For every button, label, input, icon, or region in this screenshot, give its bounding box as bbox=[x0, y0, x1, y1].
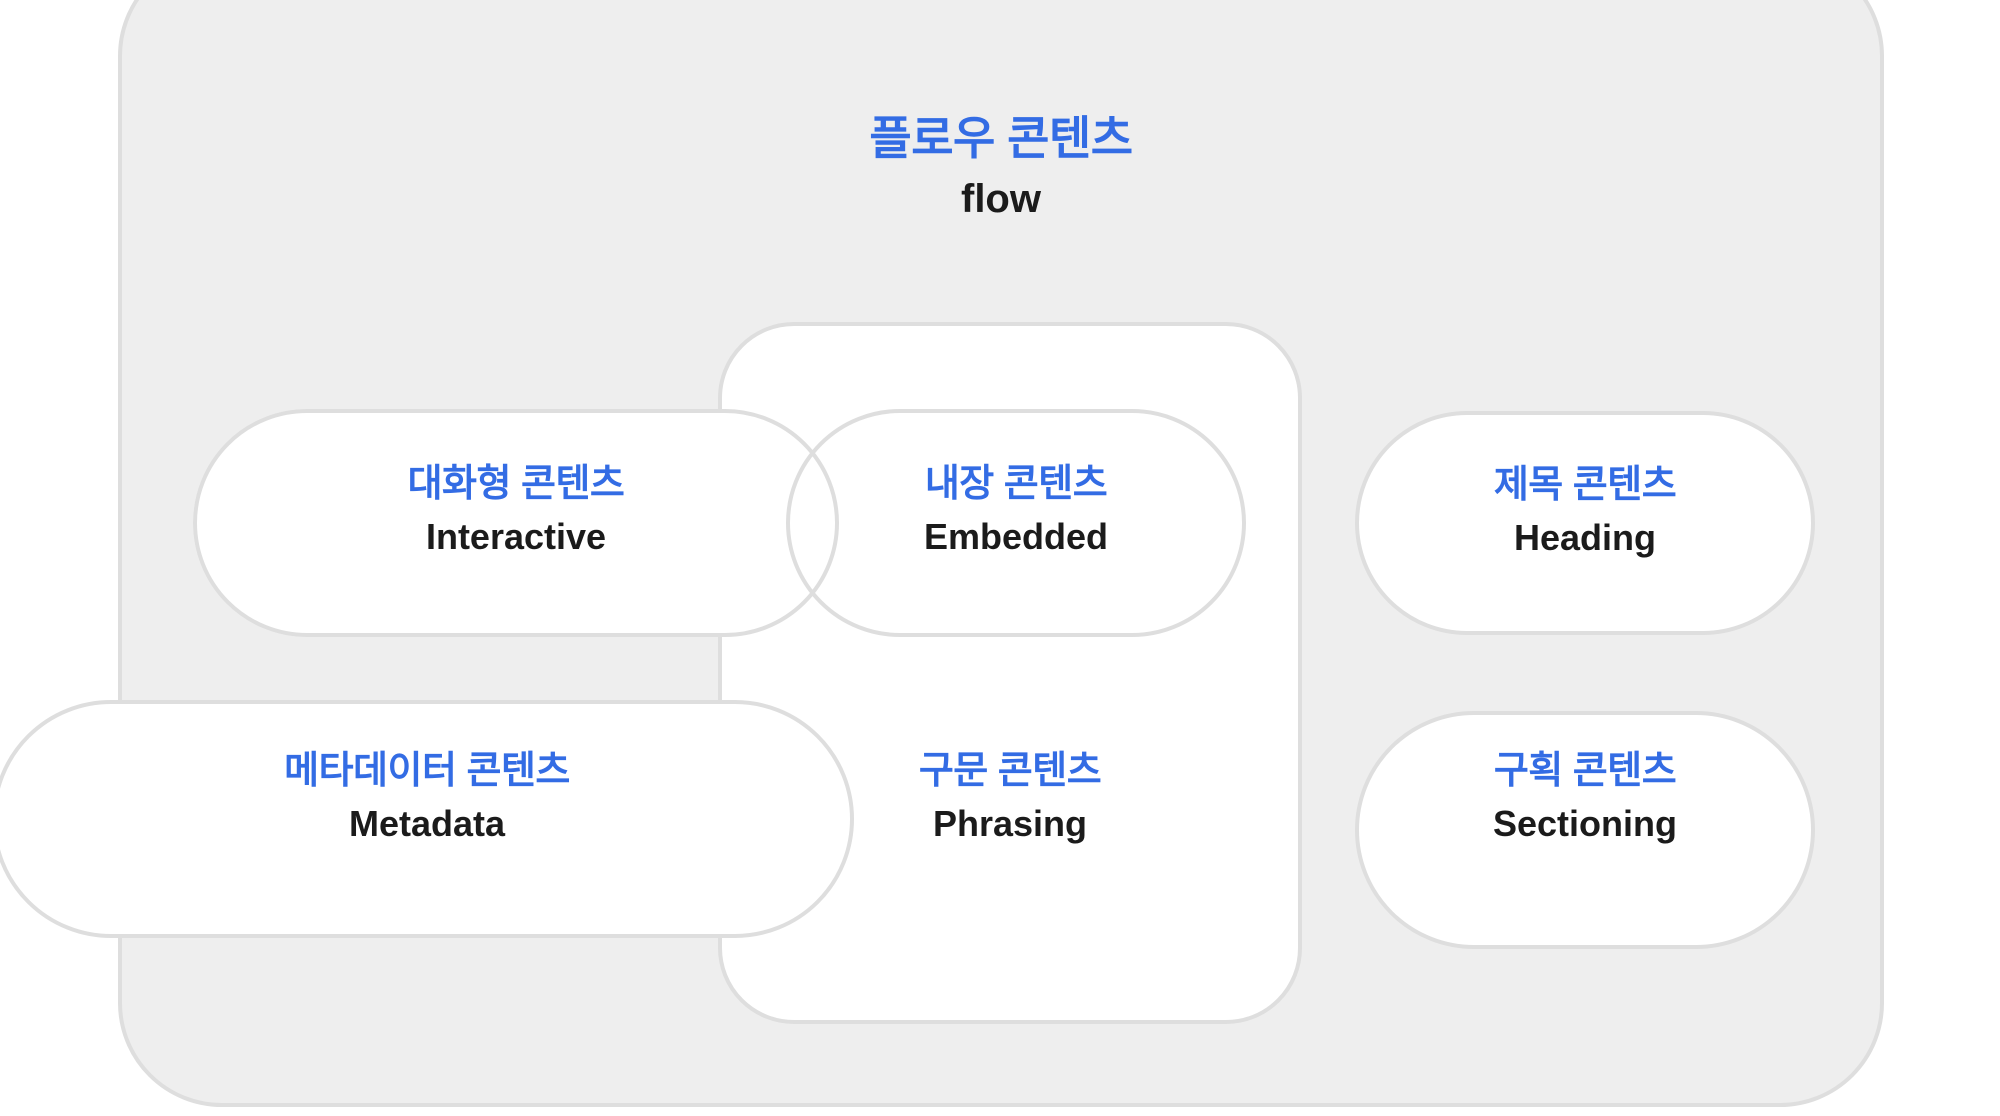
sectioning-content-pill bbox=[1355, 711, 1815, 949]
heading-content-pill bbox=[1355, 411, 1815, 635]
embedded-content-pill bbox=[786, 409, 1246, 637]
interactive-content-pill bbox=[193, 409, 839, 637]
metadata-content-pill bbox=[0, 700, 854, 938]
